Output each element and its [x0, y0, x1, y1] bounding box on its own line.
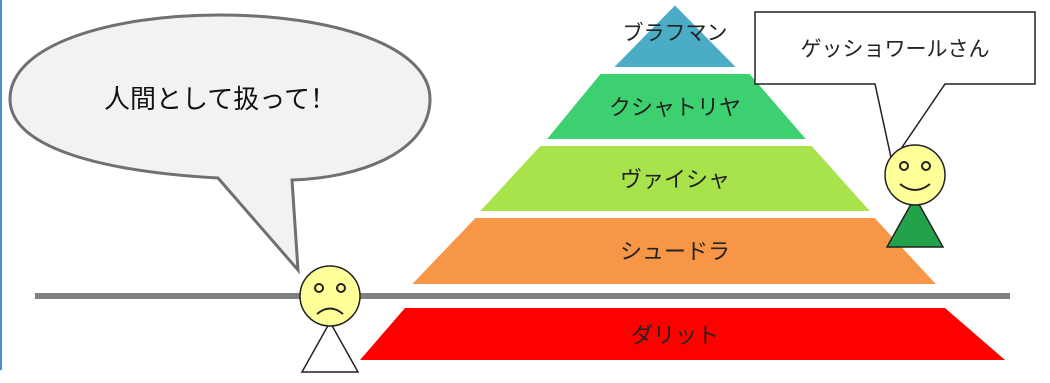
- tier-label-brahman: ブラフマン: [623, 21, 728, 45]
- tier-label-shudra: シュードラ: [620, 240, 730, 265]
- callout-text: ゲッショワールさん: [801, 37, 990, 61]
- tier-label-vaishya: ヴァイシャ: [620, 168, 730, 193]
- smiling-person-icon: [884, 144, 946, 248]
- pyramid-tier-brahman: [609, 2, 741, 69]
- pyramid-tier-kshatriya: [542, 72, 811, 141]
- pyramid-tier-shudra: [407, 216, 941, 286]
- frame-edge-line: [0, 0, 2, 370]
- pyramid-tier-vaishya: [475, 144, 875, 213]
- outcast-tier-dalit: [360, 308, 1005, 360]
- frowning-person-icon: [299, 265, 361, 373]
- callout-box: [754, 11, 1036, 164]
- tier-label-kshatriya: クシャトリヤ: [609, 96, 741, 121]
- speech-bubble: [8, 13, 432, 275]
- tier-label-dalit: ダリット: [631, 324, 719, 349]
- speech-bubble-text: 人間として扱って！: [104, 85, 336, 115]
